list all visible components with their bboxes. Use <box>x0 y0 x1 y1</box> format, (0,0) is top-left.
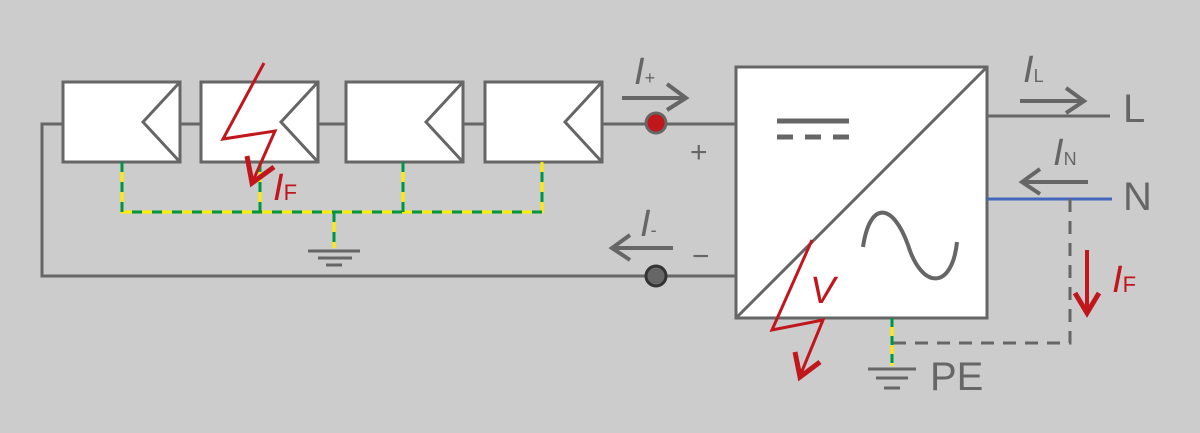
positive-terminal <box>644 111 668 135</box>
i-N-arrow <box>1018 167 1088 196</box>
i-N-label: IN <box>1053 132 1077 174</box>
lightning-icon-inverter <box>769 239 826 382</box>
i-F-label-dc: IF <box>273 167 297 209</box>
diode-symbol <box>562 80 604 164</box>
inverter <box>734 65 989 320</box>
i-F-label-ac: IF <box>1112 259 1136 301</box>
i-plus-label: I+ <box>634 51 655 93</box>
ground-symbol-array <box>308 249 360 267</box>
i-L-label: IL <box>1023 49 1044 91</box>
voltage-label: V <box>810 270 839 312</box>
pv-panel <box>61 80 182 164</box>
ac-sine-icon <box>861 210 959 281</box>
i-L-arrow <box>1020 86 1088 115</box>
fault-current-arrow-ac <box>1072 250 1102 318</box>
diode-symbol <box>423 80 465 164</box>
fault-return-path <box>893 199 1072 345</box>
pv-panel <box>483 80 604 164</box>
i-minus-arrow <box>608 233 673 262</box>
pe-label: PE <box>930 355 983 399</box>
pv-panel <box>344 80 465 164</box>
N-label: N <box>1123 175 1152 219</box>
pv-panels <box>61 80 604 164</box>
L-label: L <box>1123 87 1145 131</box>
i-minus-label: I- <box>640 203 657 245</box>
plus-sign: + <box>690 136 708 169</box>
earth-bus <box>120 162 544 248</box>
ground-symbol-pe <box>868 367 916 390</box>
i-plus-arrow <box>622 82 690 112</box>
lightning-icon-panel <box>220 62 278 188</box>
diode-symbol <box>278 80 320 164</box>
diode-symbol <box>140 80 182 164</box>
dc-wiring <box>40 122 736 278</box>
minus-sign: − <box>692 240 710 273</box>
pv-panel <box>199 80 320 164</box>
negative-terminal <box>644 264 668 288</box>
